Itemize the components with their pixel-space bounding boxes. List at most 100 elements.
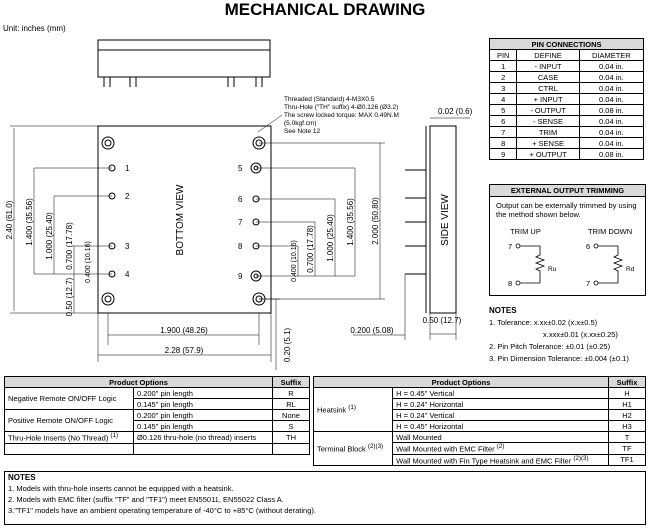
bottom-notes: NOTES 1. Models with thru-hole inserts c…	[4, 471, 646, 525]
pin-col-header: PIN	[488, 49, 518, 61]
note-item: x.xxx±0.01 (x.xx±0.25)	[543, 330, 618, 339]
footnote-ref: (1)	[348, 404, 356, 412]
pin-diameter: 0.08 in.	[578, 104, 645, 116]
option-suffix: TF1	[608, 453, 646, 466]
option-desc: Wall Mounted	[392, 431, 609, 443]
pin-define: - OUTPUT	[516, 104, 580, 116]
dim-side-050: 0.50 (12.7)	[423, 316, 462, 325]
pin-diameter: 0.04 in.	[578, 60, 645, 72]
option-suffix: S	[272, 420, 310, 432]
pin-number: 8	[488, 137, 518, 149]
pin-define: - SENSE	[516, 115, 580, 127]
insert-note-4: (5.0kgf.cm)	[284, 120, 317, 127]
pin-define: + SENSE	[516, 137, 580, 149]
pin-diameter: 0.04 in.	[578, 126, 645, 138]
options-header: Product Options	[4, 376, 273, 388]
pin-label: 1	[125, 164, 130, 173]
suffix-header: Suffix	[272, 376, 310, 388]
dim-left-1400: 1.400 (35.56)	[25, 198, 34, 246]
option-suffix: H1	[608, 398, 646, 410]
option-suffix: TH	[272, 431, 310, 444]
pin-number: 6	[488, 115, 518, 127]
insert-note-5: See Note 12	[284, 128, 321, 135]
define-col-header: DEFINE	[516, 49, 580, 61]
diameter-col-header: DIAMETER	[578, 49, 645, 61]
pin-define: - INPUT	[516, 60, 580, 72]
dim-020: 0.20 (5.1)	[283, 328, 292, 363]
resistor-ru-icon	[520, 245, 546, 284]
dim-228: 2.28 (57.9)	[165, 346, 204, 355]
option-suffix: RL	[272, 398, 310, 410]
footnote-ref: (2)(3)	[573, 454, 589, 462]
side-view-label: SIDE VIEW	[440, 194, 451, 246]
pin-number: 2	[488, 71, 518, 83]
pin-number: 4	[488, 93, 518, 105]
option-desc: 0.200" pin length	[132, 387, 274, 399]
resistor-ru-label: Ru	[548, 266, 557, 273]
pin-define: + INPUT	[516, 93, 580, 105]
option-suffix: TF	[608, 442, 646, 455]
trimming-title: EXTERNAL OUTPUT TRIMMING	[490, 185, 645, 197]
mechanical-drawing: Threaded (Standard) 4-M3X0.5 Thru-Hole (…	[5, 39, 473, 370]
top-view-body	[97, 39, 271, 78]
option-group-label: Positive Remote ON/OFF Logic	[4, 409, 134, 432]
option-suffix: T	[608, 431, 646, 443]
product-options-right-table: Product Options Suffix Heatsink (1) H = …	[312, 376, 646, 466]
trim-down-label: TRIM DOWN	[588, 227, 632, 236]
pin-label: 3	[125, 242, 130, 251]
pin-diameter: 0.04 in.	[578, 137, 645, 149]
tolerance-notes: NOTES 1. Tolerance: x.xx±0.02 (x.x±0.5) …	[489, 305, 649, 365]
pin-number: 9	[488, 148, 518, 160]
bottom-view-label: BOTTOM VIEW	[175, 184, 186, 255]
option-desc: 0.145" pin length	[132, 398, 274, 410]
notes-heading: NOTES	[489, 306, 517, 315]
terminal-label-cell: Terminal Block (2)(3)	[312, 431, 394, 466]
insert-note-3: The screw locked torque: MAX 0.49N.M	[284, 112, 399, 119]
option-desc: Wall Mounted with EMC Filter	[396, 444, 495, 454]
option-desc-cell: Wall Mounted with Fin Type Heatsink and …	[392, 453, 609, 466]
pin-define: CTRL	[516, 82, 580, 94]
dim-overall-height: 2.40 (61.0)	[5, 200, 14, 239]
dim-1900: 1.900 (48.26)	[160, 326, 208, 335]
pin-label: 4	[125, 270, 130, 279]
footnote-ref: (2)	[496, 443, 505, 450]
pin-diameter: 0.04 in.	[578, 71, 645, 83]
note-item: 1. Tolerance: x.xx±0.02 (x.x±0.5)	[489, 318, 598, 327]
option-suffix: H3	[608, 420, 646, 432]
trimming-diagram: TRIM UP TRIM DOWN 7 8 6 7 Ru Rd	[508, 227, 635, 288]
dim-right-2000: 2.000 (50.80)	[371, 197, 380, 245]
pin-label: 9	[238, 272, 243, 281]
insert-hole	[101, 292, 115, 306]
option-suffix: R	[272, 387, 310, 399]
terminal-label: Terminal Block	[317, 444, 366, 454]
resistor-rd-icon	[598, 245, 624, 284]
note-item: 3. Pin Dimension Tolerance: ±0.004 (±0.1…	[489, 354, 629, 363]
dim-right-0400: 0.400 (10.16)	[291, 240, 298, 282]
footnote-ref: (2)(3)	[367, 443, 384, 451]
option-desc: H = 0.45" Vertical	[392, 387, 609, 399]
trim-down-pin-top: 6	[586, 242, 590, 251]
bottom-note-item: 2. Models with EMC filter (suffix "TF" a…	[8, 495, 284, 504]
pin-label: 7	[238, 218, 243, 227]
insert-note-1: Threaded (Standard) 4-M3X0.5	[284, 96, 375, 103]
option-desc: 0.200" pin length	[132, 409, 274, 421]
pin-label: 8	[238, 242, 243, 251]
dim-left-1000: 1.000 (25.40)	[45, 212, 54, 260]
pin-diameter: 0.04 in.	[578, 115, 645, 127]
dim-002: 0.02 (0.6)	[438, 107, 473, 116]
pin-number: 5	[488, 104, 518, 116]
unit-label: Unit: inches (mm)	[3, 24, 66, 33]
dim-0200: 0.200 (5.08)	[350, 326, 393, 335]
option-group-label: Thru-Hole Inserts (No Thread)	[8, 433, 109, 443]
option-desc-cell: Wall Mounted with EMC Filter (2)	[392, 442, 609, 455]
pin-connections-table: PIN CONNECTIONS PIN DEFINE DIAMETER 1- I…	[488, 38, 645, 160]
dim-right-0700: 0.700 (17.78)	[306, 225, 315, 273]
option-group-label-cell: Thru-Hole Inserts (No Thread) (1)	[4, 431, 134, 444]
footnote-ref: (1)	[110, 432, 119, 439]
trimming-description: Output can be externally trimmed by usin…	[496, 201, 637, 219]
